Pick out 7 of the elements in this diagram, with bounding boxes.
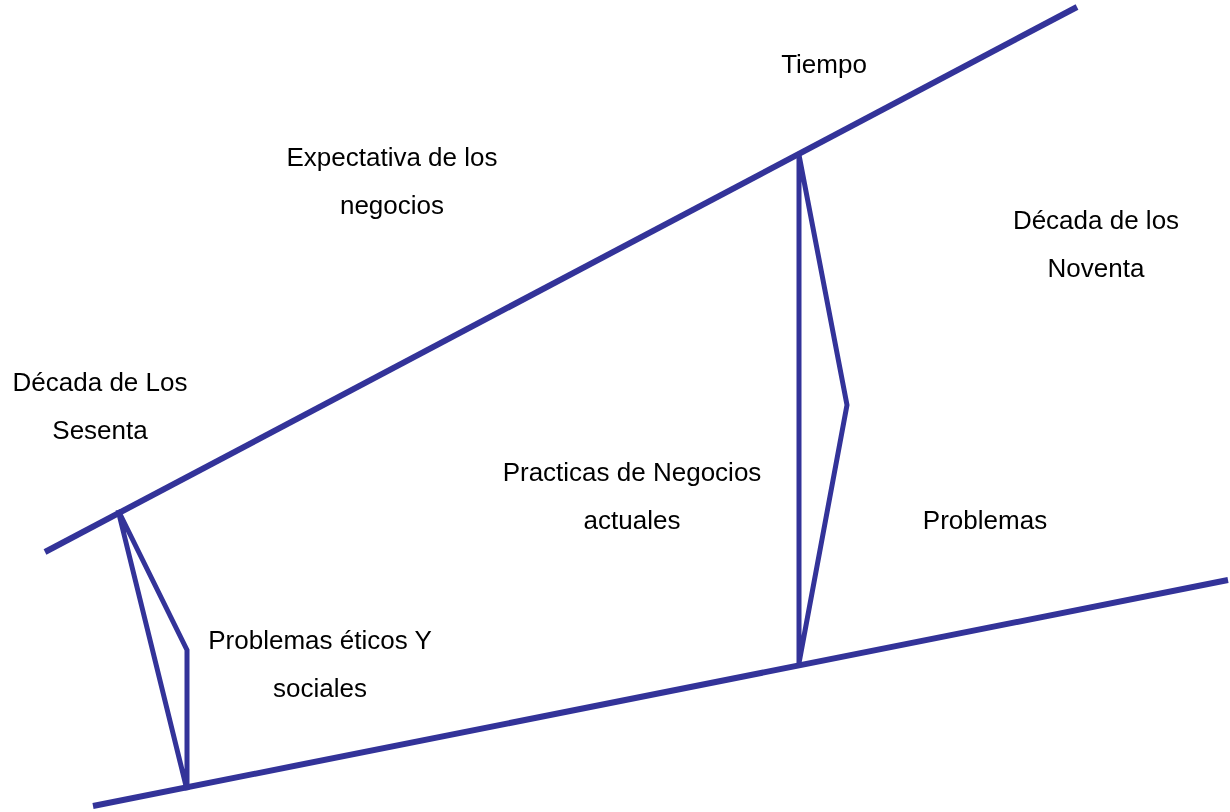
period-label: Década de los Noventa	[1011, 204, 1181, 285]
region-label: Practicas de Negocios actuales	[501, 456, 763, 537]
axis-label: Tiempo	[780, 48, 868, 81]
period-label: Década de Los Sesenta	[11, 366, 189, 447]
region-label: Problemas éticos Y sociales	[207, 624, 433, 705]
region-label: Expectativa de los negocios	[285, 141, 499, 222]
region-label: Problemas	[921, 504, 1049, 537]
